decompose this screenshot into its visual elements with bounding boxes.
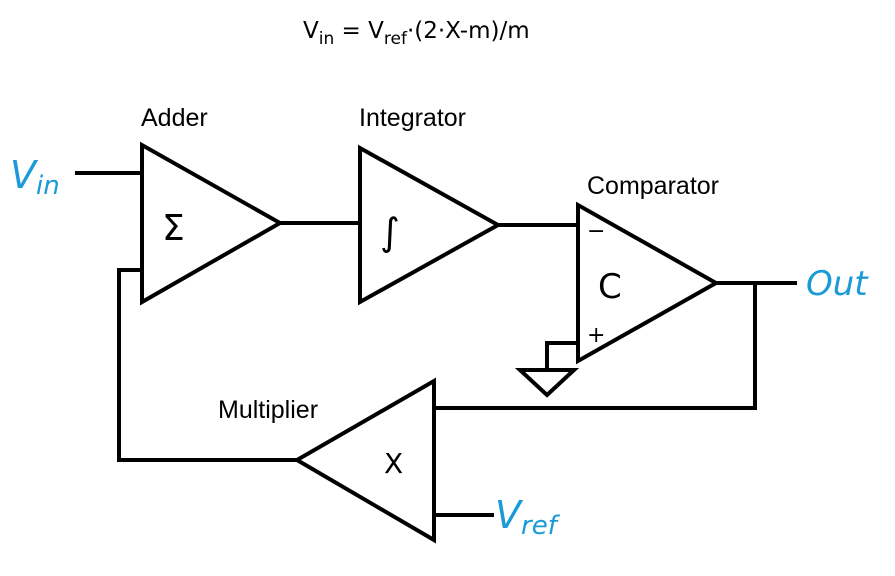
ground-symbol xyxy=(514,368,580,398)
formula-equals: = xyxy=(334,18,368,44)
multiplier-block xyxy=(293,377,436,544)
adder-symbol: Σ xyxy=(162,208,185,249)
formula: Vin = Vref·(2·X-m)/m xyxy=(303,18,530,49)
multiplier-symbol: X xyxy=(384,447,403,480)
formula-lhs-sub: in xyxy=(319,29,335,49)
formula-rhs-main: V xyxy=(368,18,384,44)
vin-label: Vin xyxy=(10,153,60,201)
formula-lhs-main: V xyxy=(303,18,319,44)
out-label: Out xyxy=(806,264,869,304)
comparator-block xyxy=(576,201,721,365)
integrator-title: Integrator xyxy=(359,104,466,132)
formula-rhs-rest: ·(2·X-m)/m xyxy=(407,18,530,44)
adder-title: Adder xyxy=(141,104,208,132)
comparator-plus-sign: + xyxy=(587,323,605,348)
integrator-block xyxy=(358,144,503,306)
formula-rhs-sub: ref xyxy=(384,29,408,49)
comparator-symbol: C xyxy=(598,267,622,307)
vref-label-sub: ref xyxy=(521,511,561,541)
ground-wire xyxy=(545,341,580,372)
multiplier-title: Multiplier xyxy=(218,396,318,424)
comparator-minus-sign: − xyxy=(587,219,605,244)
comparator-title: Comparator xyxy=(587,172,719,200)
vin-label-sub: in xyxy=(36,171,60,201)
vref-label: Vref xyxy=(495,493,561,541)
vin-label-main: V xyxy=(10,153,39,197)
adder-block xyxy=(140,141,285,306)
vref-label-main: V xyxy=(495,493,524,537)
multiplier-to-adder-wire xyxy=(117,268,299,462)
integrator-symbol: ∫ xyxy=(380,210,400,254)
feedback-wire xyxy=(432,281,757,410)
